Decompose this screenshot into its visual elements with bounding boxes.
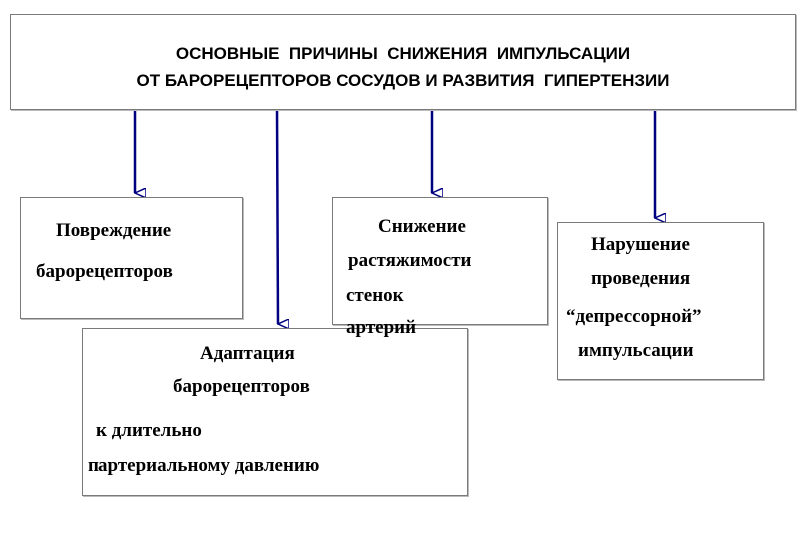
stiffness-box bbox=[332, 197, 548, 325]
stiffness-line-3: стенок bbox=[346, 285, 404, 306]
conduction-line-1: Нарушение bbox=[591, 234, 690, 255]
title-line-1: ОСНОВНЫЕ ПРИЧИНЫ СНИЖЕНИЯ ИМПУЛЬСАЦИИ bbox=[175, 44, 631, 63]
title-line-2: ОТ БАРОРЕЦЕПТОРОВ СОСУДОВ И РАЗВИТИЯ ГИП… bbox=[136, 71, 670, 90]
damage-line-1: Повреждение bbox=[56, 220, 172, 241]
adaptation-line-3: к длительно bbox=[96, 420, 202, 441]
damage-line-2: барорецепторов bbox=[36, 261, 173, 282]
arrow-to-adaptation bbox=[275, 107, 278, 324]
adaptation-box bbox=[82, 328, 468, 496]
title-box: ОСНОВНЫЕ ПРИЧИНЫ СНИЖЕНИЯ ИМПУЛЬСАЦИИ ОТ… bbox=[10, 14, 796, 110]
conduction-box bbox=[557, 222, 764, 380]
stiffness-line-1: Снижение bbox=[378, 216, 466, 237]
conduction-line-4: импульсации bbox=[578, 340, 694, 361]
stiffness-line-4: артерий bbox=[346, 317, 417, 338]
adaptation-line-2: барорецепторов bbox=[173, 376, 310, 397]
adaptation-line-4-fragment: п bbox=[88, 455, 99, 476]
adaptation-line-1: Адаптация bbox=[200, 343, 295, 364]
adaptation-line-5: артериальному давлению bbox=[98, 455, 320, 476]
damage-box bbox=[20, 197, 243, 319]
stiffness-line-2: растяжимости bbox=[348, 250, 472, 271]
conduction-line-2: проведения bbox=[591, 268, 691, 289]
conduction-line-3: “депрессорной” bbox=[566, 306, 702, 327]
